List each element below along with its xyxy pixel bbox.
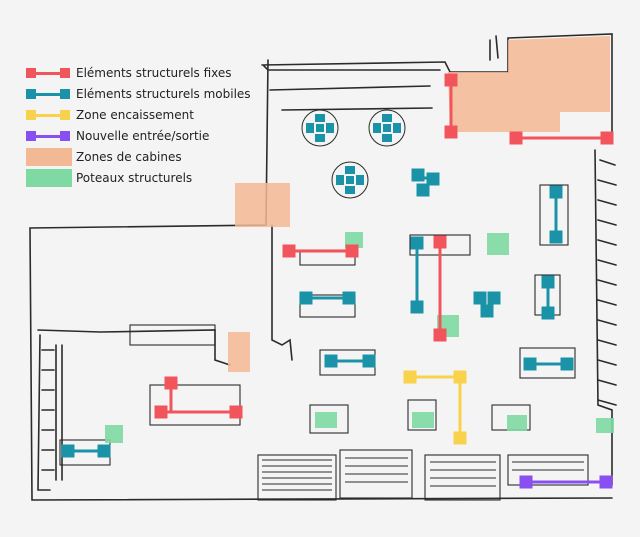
- legend-item-entry: Nouvelle entrée/sortie: [26, 125, 266, 146]
- mobile-element: [473, 291, 501, 318]
- legend-cabin-swatch: [26, 147, 72, 166]
- fixed-element: [282, 244, 359, 258]
- legend-fixed-icon: [26, 67, 70, 79]
- pillar: [487, 233, 509, 255]
- mobile-elements: [61, 168, 574, 458]
- legend-label: Nouvelle entrée/sortie: [76, 128, 210, 143]
- pillar: [345, 232, 363, 248]
- fixed-element: [433, 235, 447, 342]
- legend-item-pillars: Poteaux structurels: [26, 167, 266, 188]
- cabin-zone-top-right: [448, 36, 610, 132]
- legend-mobile-icon: [26, 88, 70, 100]
- legend-label: Eléments structurels mobiles: [76, 86, 251, 101]
- legend-cash-icon: [26, 109, 70, 121]
- fixed-element: [444, 73, 458, 139]
- pillar: [315, 412, 337, 428]
- mobile-element: [324, 354, 376, 368]
- round-rack: [331, 161, 369, 199]
- pillar: [507, 415, 527, 431]
- mobile-element: [523, 357, 574, 371]
- mobile-element: [411, 168, 440, 197]
- pillar: [596, 418, 614, 433]
- legend-label: Poteaux structurels: [76, 170, 193, 185]
- pillars: [105, 232, 614, 443]
- legend-label: Zone encaissement: [76, 107, 194, 122]
- cabin-zone-left: [235, 183, 290, 227]
- cabin-zone-small: [228, 332, 250, 372]
- round-rack: [301, 109, 339, 147]
- cash-zone: [403, 370, 467, 445]
- legend-item-mobile: Eléments structurels mobiles: [26, 83, 266, 104]
- legend-item-fixed: Eléments structurels fixes: [26, 62, 266, 83]
- round-racks: [301, 109, 406, 199]
- pillar: [412, 412, 434, 428]
- legend-item-cash: Zone encaissement: [26, 104, 266, 125]
- legend-label: Eléments structurels fixes: [76, 65, 232, 80]
- legend-item-cabins: Zones de cabines: [26, 146, 266, 167]
- legend-entry-icon: [26, 130, 70, 142]
- fixed-element: [154, 376, 243, 419]
- legend: Eléments structurels fixes Eléments stru…: [26, 62, 266, 188]
- pillar: [105, 425, 123, 443]
- mobile-element: [410, 236, 424, 314]
- fixed-elements: [154, 73, 614, 419]
- display-tables-sketch: [59, 184, 589, 501]
- new-entry-exit: [519, 475, 613, 489]
- mobile-element: [61, 444, 111, 458]
- fixed-element: [509, 131, 614, 145]
- round-rack: [368, 109, 406, 147]
- cabin-zones: [228, 36, 610, 372]
- mobile-element: [299, 291, 356, 305]
- mobile-element: [541, 275, 555, 320]
- mobile-element: [549, 185, 563, 244]
- legend-pillar-swatch: [26, 168, 72, 187]
- legend-label: Zones de cabines: [76, 149, 182, 164]
